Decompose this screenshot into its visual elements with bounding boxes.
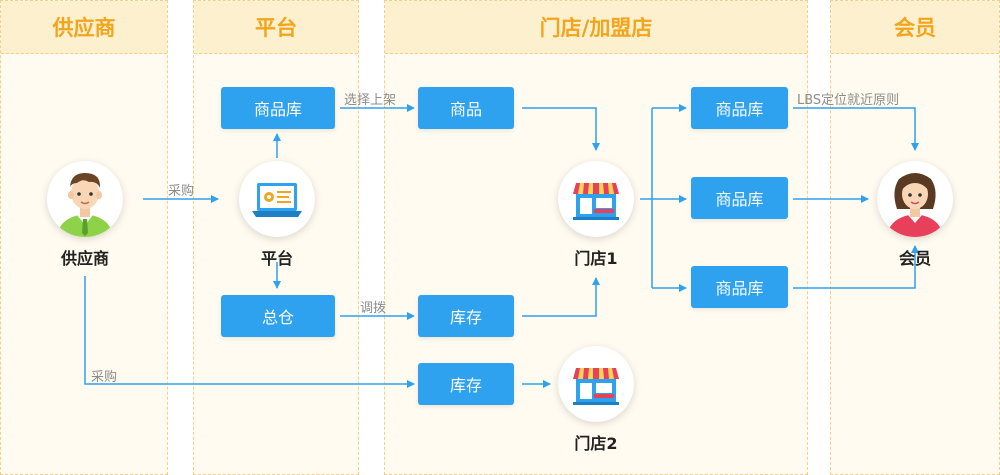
box-store-inventory-2: 库存 bbox=[418, 363, 514, 405]
woman-icon bbox=[887, 173, 943, 237]
node-label-supplier: 供应商 bbox=[60, 249, 109, 268]
edge-supplier-inventory2 bbox=[84, 276, 415, 388]
lane-title-supplier: 供应商 bbox=[1, 1, 167, 54]
store1-avatar bbox=[558, 161, 634, 237]
lane-supplier: 供应商 bbox=[0, 0, 168, 475]
edge-inventory-store1 bbox=[522, 277, 600, 317]
box-member-catalog-2: 商品库 bbox=[691, 177, 788, 219]
node-label-store2: 门店2 bbox=[574, 434, 618, 453]
laptop-icon bbox=[252, 183, 302, 217]
store2-avatar bbox=[558, 346, 634, 422]
edge-label-transfer: 调拨 bbox=[360, 301, 387, 316]
node-label-member: 会员 bbox=[898, 249, 931, 268]
lane-title-store: 门店/加盟店 bbox=[385, 1, 807, 54]
box-platform-catalog: 商品库 bbox=[221, 87, 335, 129]
platform-avatar bbox=[239, 161, 315, 237]
edge-catalog1-member bbox=[793, 107, 919, 151]
shop-icon bbox=[573, 183, 619, 220]
box-member-catalog-1: 商品库 bbox=[691, 87, 788, 129]
edge-label-purchase-1: 采购 bbox=[168, 184, 195, 199]
edge-product-store1 bbox=[522, 107, 600, 151]
shop-icon bbox=[573, 368, 619, 405]
edge-catalog3-member bbox=[793, 245, 919, 289]
box-member-catalog-3: 商品库 bbox=[691, 266, 788, 308]
lane-title-platform: 平台 bbox=[194, 1, 358, 54]
edge-label-purchase-2: 采购 bbox=[91, 370, 118, 385]
box-store-inventory-1: 库存 bbox=[418, 295, 514, 337]
supplier-avatar bbox=[47, 161, 123, 237]
node-label-platform: 平台 bbox=[260, 249, 293, 268]
member-avatar bbox=[877, 161, 953, 237]
lane-title-member: 会员 bbox=[831, 1, 999, 54]
box-store-product: 商品 bbox=[418, 87, 514, 129]
node-label-store1: 门店1 bbox=[574, 249, 618, 268]
box-warehouse: 总仓 bbox=[221, 295, 335, 337]
lane-platform: 平台 bbox=[193, 0, 359, 475]
edge-label-lbs-rule: LBS定位就近原则 bbox=[797, 93, 900, 108]
lane-member: 会员 bbox=[830, 0, 1000, 475]
edge-label-select-listing: 选择上架 bbox=[344, 93, 397, 108]
supplier-person-icon bbox=[57, 173, 113, 237]
